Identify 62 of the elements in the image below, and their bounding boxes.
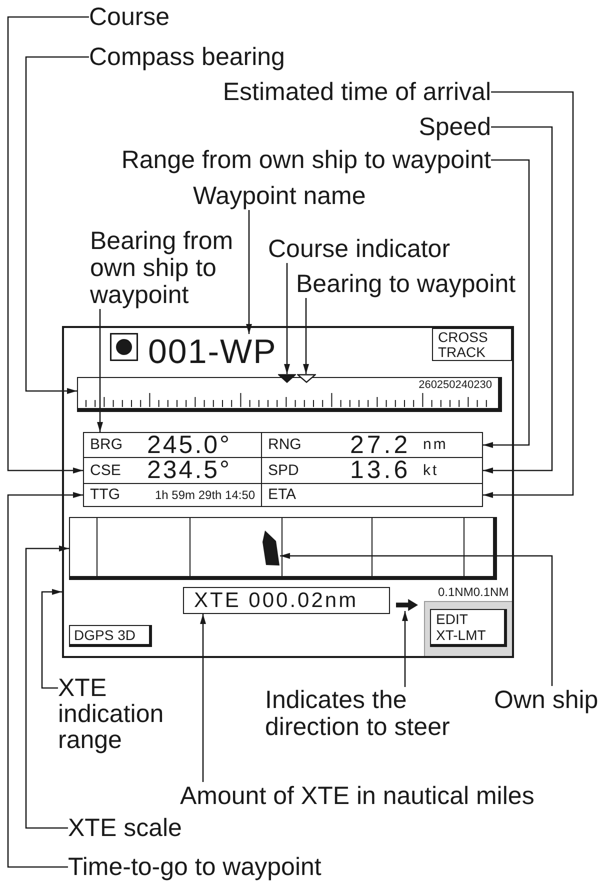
- xte-readout: XTE 000.02nm: [183, 587, 390, 614]
- readout-value: 234.5°: [147, 458, 232, 483]
- mode-indicator: CROSS TRACK: [432, 328, 512, 361]
- leader-line: [284, 263, 290, 374]
- callout-label: Own ship: [494, 686, 598, 714]
- waypoint-name: 001-WP: [148, 334, 277, 370]
- leader-line: [7, 492, 83, 868]
- leader-line: [41, 588, 62, 689]
- unit-label: nm: [423, 436, 448, 453]
- callout-label: Bearing from own ship to waypoint: [90, 228, 245, 309]
- leader-line: [303, 298, 309, 374]
- data-cell: [261, 432, 483, 458]
- button-panel: [424, 601, 512, 656]
- course-marker-icon: [278, 374, 296, 383]
- readout-value: 1h 59m 29th 14:50: [155, 488, 256, 502]
- callout-label: Indicates the direction to steer: [265, 687, 465, 741]
- callout-label: Course indicator: [268, 235, 450, 263]
- leader-line: [97, 309, 103, 432]
- data-cell: [261, 483, 483, 507]
- xte-graph: [69, 517, 497, 580]
- edit-button: EDIT XT-LMT: [430, 609, 507, 647]
- field-label: RNG: [268, 436, 302, 453]
- field-label: TTG: [90, 486, 120, 503]
- callout-label: Range from own ship to waypoint: [121, 146, 491, 174]
- leader-line: [7, 16, 89, 474]
- leader-line: [483, 126, 553, 474]
- callout-label: Estimated time of arrival: [222, 78, 491, 106]
- readout-value: 245.0°: [147, 433, 232, 457]
- callout-label: XTE scale: [68, 814, 182, 842]
- leader-line: [280, 552, 553, 686]
- leader-line: [483, 91, 574, 498]
- leader-line: [246, 210, 252, 334]
- leader-line: [200, 614, 206, 782]
- callout-label: Course: [89, 3, 170, 31]
- status-badge: DGPS 3D: [69, 625, 152, 647]
- field-label: ETA: [268, 486, 296, 503]
- readout-value: 27.2: [350, 433, 411, 457]
- compass-scale: [77, 377, 502, 412]
- leader-line: [25, 56, 89, 394]
- callout-label: XTE indication range: [58, 675, 178, 753]
- data-cell: [83, 432, 262, 458]
- callout-label: Bearing to waypoint: [296, 270, 516, 298]
- field-label: CSE: [90, 462, 121, 479]
- callout-label: Waypoint name: [193, 182, 366, 210]
- bearing-marker-icon: [297, 374, 316, 383]
- callout-label: Speed: [418, 113, 491, 141]
- leader-line: [402, 611, 408, 687]
- display-screen: [62, 326, 514, 658]
- field-label: SPD: [268, 462, 299, 479]
- callout-label: Time-to-go to waypoint: [68, 853, 322, 881]
- unit-label: kt: [423, 462, 439, 479]
- range-label: 0.1NM0.1NM: [438, 585, 509, 599]
- steer-arrow-icon: [396, 599, 418, 611]
- data-cell: [83, 483, 262, 507]
- leader-line: [483, 159, 530, 448]
- field-label: BRG: [90, 436, 123, 453]
- callout-label: Amount of XTE in nautical miles: [180, 782, 534, 810]
- ship-icon: [262, 530, 280, 566]
- callout-label: Compass bearing: [89, 43, 285, 71]
- leader-line: [25, 546, 69, 829]
- readout-value: 13.6: [350, 458, 411, 483]
- scale-numbers: 260250240230: [418, 379, 492, 391]
